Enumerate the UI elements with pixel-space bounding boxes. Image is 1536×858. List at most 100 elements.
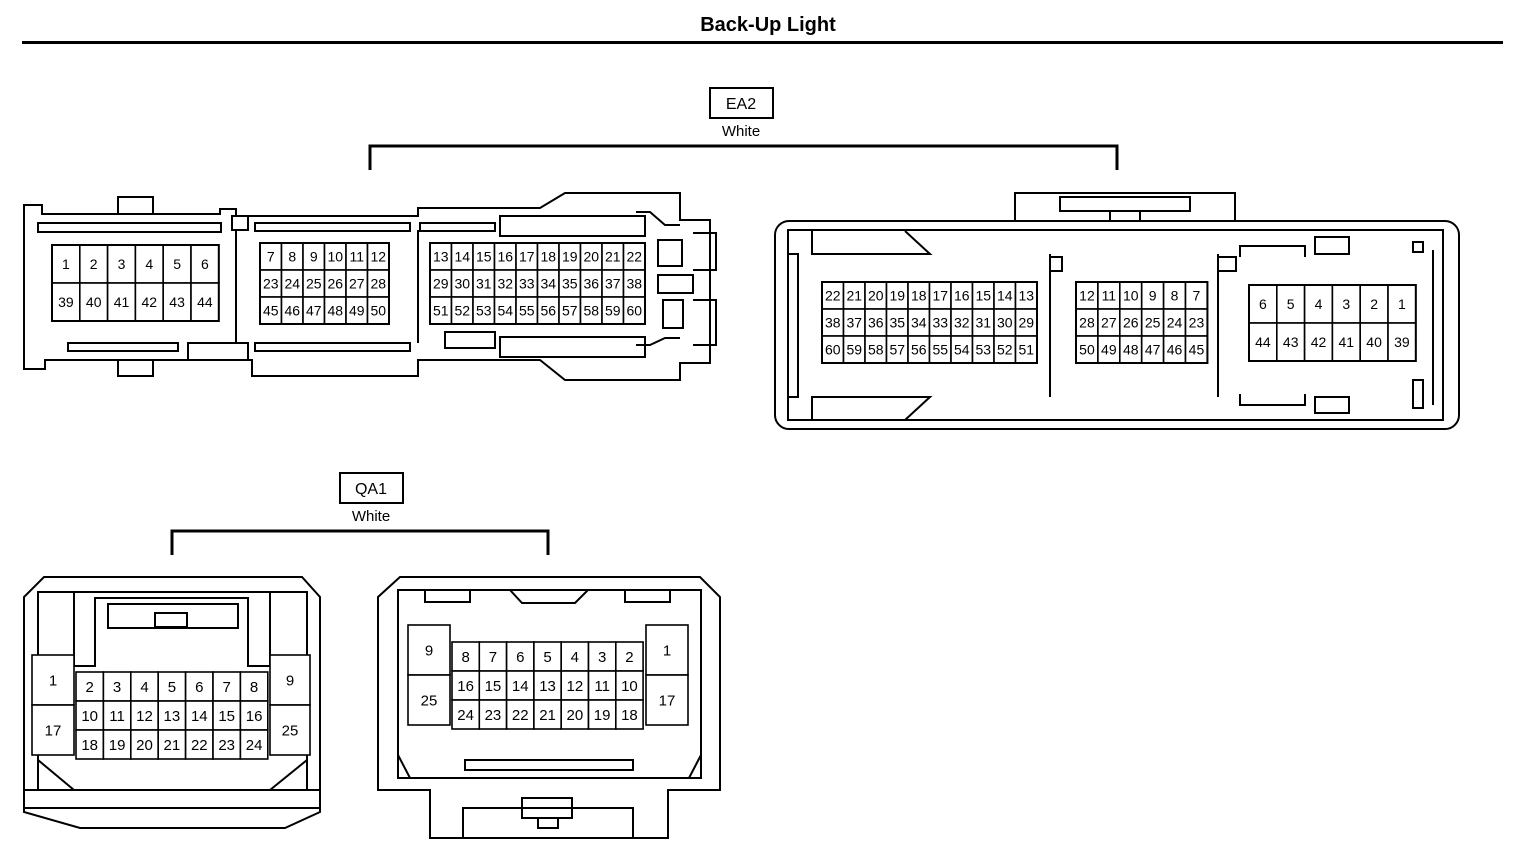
title-divider — [22, 41, 1503, 44]
pin-number: 53 — [975, 342, 991, 358]
pin-cell — [106, 244, 137, 284]
pin-number: 42 — [142, 294, 158, 310]
pin-cell — [184, 729, 214, 760]
qa1-color: White — [352, 508, 390, 525]
pin-number: 23 — [263, 276, 279, 292]
pin-number: 10 — [1123, 288, 1139, 304]
pin-number: 20 — [868, 288, 884, 304]
ea2-plug-body — [23, 192, 717, 381]
pin-cell — [239, 671, 269, 702]
ea2-code-box — [709, 87, 774, 119]
pin-number: 46 — [1167, 342, 1183, 358]
pin-block-outline — [1075, 281, 1209, 364]
pin-number: 40 — [86, 294, 102, 310]
pin-number: 18 — [81, 737, 98, 754]
pin-number: 37 — [846, 315, 862, 331]
pin-number: 48 — [327, 303, 343, 319]
pin-number: 51 — [1018, 342, 1034, 358]
pin-number: 10 — [81, 708, 98, 725]
pin-cell — [451, 699, 481, 730]
pin-cell — [587, 699, 617, 730]
pin-number: 47 — [306, 303, 322, 319]
pin-number: 8 — [288, 249, 296, 265]
pin-number: 17 — [45, 722, 62, 739]
pin-number: 53 — [476, 303, 492, 319]
pin-number: 6 — [516, 649, 524, 666]
pin-cell — [451, 670, 481, 701]
pin-number: 3 — [118, 256, 126, 272]
pin-number: 6 — [1259, 296, 1267, 312]
pin-number: 60 — [626, 303, 642, 319]
pin-number: 46 — [284, 303, 300, 319]
pin-cell — [478, 670, 508, 701]
pin-number: 10 — [621, 678, 638, 695]
pin-number: 5 — [1287, 296, 1295, 312]
pin-number: 60 — [825, 342, 841, 358]
pin-cell — [407, 624, 451, 676]
pin-number: 27 — [1101, 315, 1117, 331]
pin-number: 54 — [954, 342, 970, 358]
pin-number: 7 — [1193, 288, 1201, 304]
pin-number: 26 — [1123, 315, 1139, 331]
pin-cell — [478, 641, 508, 672]
pin-number: 15 — [476, 249, 492, 265]
pin-cell — [478, 699, 508, 730]
pin-number: 22 — [512, 707, 529, 724]
pin-number: 12 — [136, 708, 153, 725]
pin-number: 26 — [327, 276, 343, 292]
pin-number: 42 — [1311, 334, 1327, 350]
ea2-label-group: EA2 White — [368, 87, 1119, 170]
pin-number: 55 — [932, 342, 948, 358]
pin-number: 38 — [626, 276, 642, 292]
pin-number: 24 — [246, 737, 263, 754]
pin-number: 21 — [164, 737, 181, 754]
pin-number: 14 — [454, 249, 470, 265]
pin-number: 28 — [1079, 315, 1095, 331]
pin-number: 43 — [1283, 334, 1299, 350]
pin-number: 1 — [1398, 296, 1406, 312]
pin-number: 10 — [327, 249, 343, 265]
pin-number: 11 — [349, 249, 364, 265]
pin-number: 15 — [485, 678, 502, 695]
pin-number: 14 — [512, 678, 529, 695]
pin-number: 24 — [284, 276, 300, 292]
pin-cell — [106, 282, 137, 322]
pin-cell — [130, 729, 160, 760]
pin-cell — [31, 654, 75, 706]
pin-number: 4 — [571, 649, 579, 666]
pin-number: 17 — [519, 249, 535, 265]
pin-number: 45 — [1189, 342, 1205, 358]
pin-number: 43 — [169, 294, 185, 310]
ea2-code: EA2 — [726, 96, 756, 113]
pin-number: 36 — [583, 276, 599, 292]
pin-number: 47 — [1145, 342, 1161, 358]
pin-number: 11 — [594, 678, 610, 695]
pin-number: 41 — [1339, 334, 1355, 350]
pin-number: 20 — [136, 737, 153, 754]
pin-number: 37 — [605, 276, 621, 292]
pin-number: 3 — [598, 649, 606, 666]
pin-number: 6 — [201, 256, 209, 272]
pin-number: 25 — [1145, 315, 1161, 331]
pin-block-outline — [51, 244, 220, 322]
pin-number: 18 — [621, 707, 638, 724]
pin-number: 49 — [349, 303, 365, 319]
pin-number: 50 — [1079, 342, 1095, 358]
pin-cell — [645, 674, 689, 726]
pin-number: 25 — [282, 722, 299, 739]
pin-number: 57 — [889, 342, 905, 358]
pin-number: 57 — [562, 303, 578, 319]
pin-number: 30 — [454, 276, 470, 292]
pin-number: 20 — [567, 707, 584, 724]
pin-number: 1 — [62, 256, 70, 272]
pin-number: 23 — [218, 737, 235, 754]
pin-number: 31 — [975, 315, 991, 331]
pin-number: 39 — [58, 294, 74, 310]
pin-number: 44 — [1255, 334, 1271, 350]
pin-number: 54 — [497, 303, 513, 319]
pin-number: 15 — [975, 288, 991, 304]
pin-number: 29 — [1018, 315, 1034, 331]
